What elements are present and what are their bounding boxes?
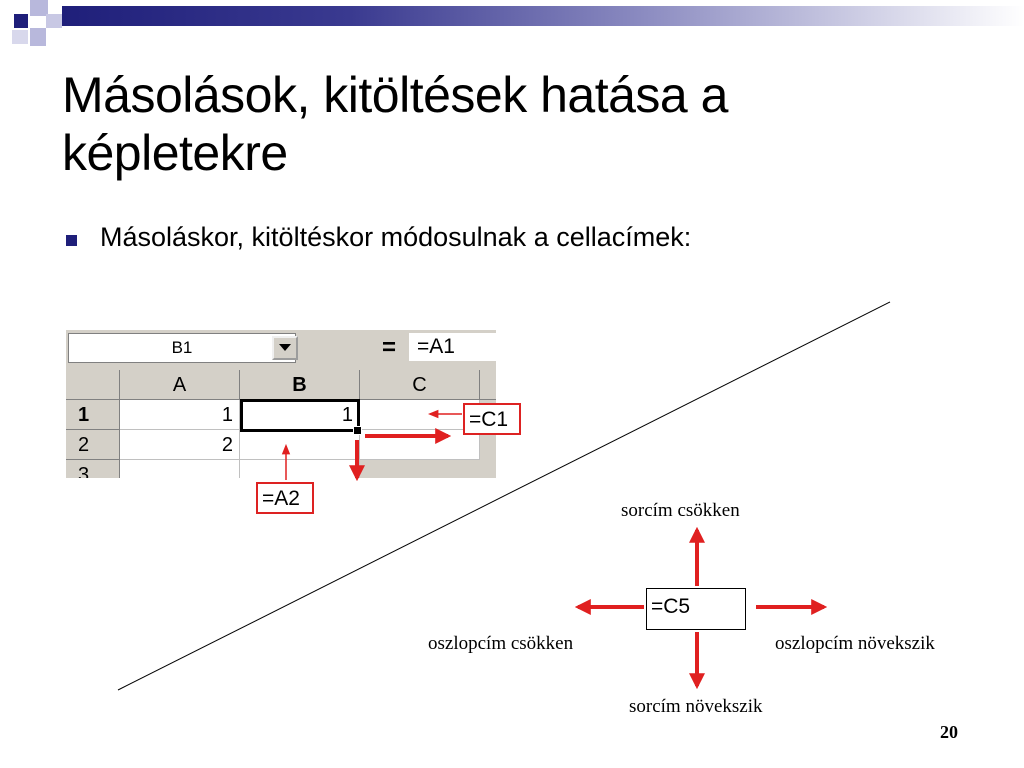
cell-a3 — [120, 460, 240, 478]
label-row-increases: sorcím növekszik — [629, 696, 763, 717]
name-box-value: B1 — [171, 338, 193, 357]
callout-a2: =A2 — [256, 482, 314, 514]
divider-diagonal-line — [117, 301, 891, 691]
page-number: 20 — [940, 722, 958, 742]
fill-handle — [353, 426, 362, 435]
column-header-a: A — [120, 370, 240, 400]
dropdown-arrow-icon — [272, 336, 298, 360]
header-square-dark — [14, 14, 28, 28]
row-header-2: 2 — [66, 430, 120, 460]
column-header-d — [480, 370, 496, 400]
header-square-light — [30, 28, 46, 46]
header-square-light — [12, 30, 28, 44]
column-header-b: B — [240, 370, 360, 400]
cell-a1: 1 — [120, 400, 240, 430]
spreadsheet-screenshot: B1 = =A1 A B C 1 1 1 2 2 3 — [66, 330, 496, 478]
label-column-decreases: oszlopcím csökken — [428, 633, 574, 654]
cell-a2: 2 — [120, 430, 240, 460]
header-square-light — [30, 0, 48, 16]
cell-b2 — [240, 430, 360, 460]
callout-c1: =C1 — [463, 403, 521, 435]
row-header-1: 1 — [66, 400, 120, 430]
row-header-3: 3 — [66, 460, 120, 478]
bullet-text: Másoláskor, kitöltéskor módosulnak a cel… — [100, 222, 692, 252]
corner-header — [66, 370, 120, 400]
label-row-decreases: sorcím csökken — [621, 500, 740, 521]
label-column-increases: oszlopcím növekszik — [775, 633, 935, 654]
bullet-square-icon — [66, 235, 77, 246]
formula-bar: =A1 — [409, 333, 496, 361]
name-box: B1 — [68, 333, 296, 363]
header-gradient-bar — [62, 6, 1024, 26]
active-cell-border — [240, 399, 360, 432]
header-square-light — [46, 14, 62, 28]
slide-title: Másolások, kitöltések hatása a képletekr… — [62, 67, 728, 181]
center-formula-box: =C5 — [646, 588, 746, 630]
formula-equals: = — [382, 334, 397, 361]
cell-c1 — [360, 400, 480, 430]
column-header-c: C — [360, 370, 480, 400]
